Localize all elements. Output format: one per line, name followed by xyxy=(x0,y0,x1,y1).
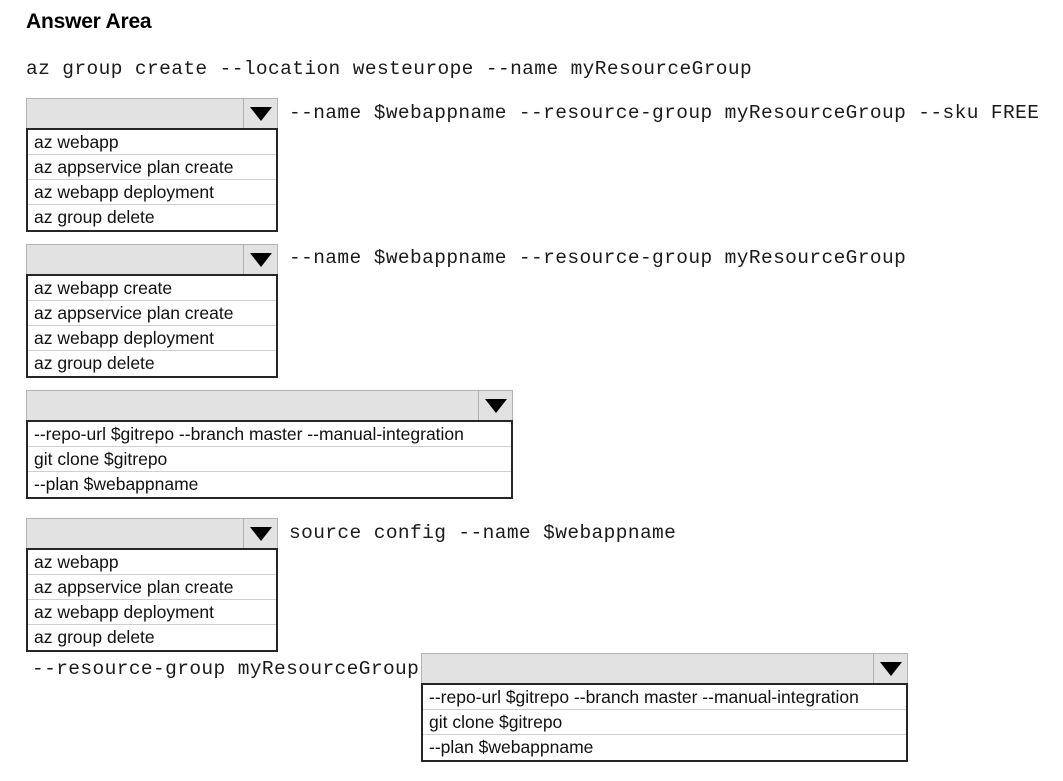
dropdown-1-combobox[interactable] xyxy=(26,98,278,128)
list-item[interactable]: az webapp create xyxy=(28,276,276,301)
list-item[interactable]: --plan $webappname xyxy=(28,472,511,497)
dropdown-2-option-list[interactable]: az webapp create az appservice plan crea… xyxy=(26,274,278,378)
dropdown-1-option-list[interactable]: az webapp az appservice plan create az w… xyxy=(26,128,278,232)
list-item[interactable]: az appservice plan create xyxy=(28,575,276,600)
list-item[interactable]: az appservice plan create xyxy=(28,155,276,180)
list-item[interactable]: az webapp xyxy=(28,550,276,575)
list-item[interactable]: az group delete xyxy=(28,625,276,650)
dropdown-3-option-list[interactable]: --repo-url $gitrepo --branch master --ma… xyxy=(26,420,513,499)
dropdown-4-combobox[interactable] xyxy=(26,518,278,548)
list-item[interactable]: --repo-url $gitrepo --branch master --ma… xyxy=(423,685,906,710)
chevron-down-icon xyxy=(484,398,507,413)
dropdown-5-toggle-button[interactable] xyxy=(873,654,907,683)
dropdown-5-combobox[interactable] xyxy=(421,653,908,683)
dropdown-2-toggle-button[interactable] xyxy=(243,245,277,274)
chevron-down-icon xyxy=(879,661,902,676)
list-item[interactable]: git clone $gitrepo xyxy=(28,447,511,472)
command-line-1: az group create --location westeurope --… xyxy=(26,58,753,80)
list-item[interactable]: az group delete xyxy=(28,205,276,230)
chevron-down-icon xyxy=(249,252,272,267)
chevron-down-icon xyxy=(249,526,272,541)
command-line-4: source config --name $webappname xyxy=(289,522,677,544)
chevron-down-icon xyxy=(249,106,272,121)
list-item[interactable]: az webapp deployment xyxy=(28,600,276,625)
dropdown-3-combobox[interactable] xyxy=(26,390,513,420)
page-title: Answer Area xyxy=(26,10,152,33)
dropdown-1-toggle-button[interactable] xyxy=(243,99,277,128)
list-item[interactable]: az webapp deployment xyxy=(28,326,276,351)
list-item[interactable]: --repo-url $gitrepo --branch master --ma… xyxy=(28,422,511,447)
dropdown-3-toggle-button[interactable] xyxy=(478,391,512,420)
list-item[interactable]: az group delete xyxy=(28,351,276,376)
list-item[interactable]: az webapp deployment xyxy=(28,180,276,205)
dropdown-5-option-list[interactable]: --repo-url $gitrepo --branch master --ma… xyxy=(421,683,908,762)
list-item[interactable]: --plan $webappname xyxy=(423,735,906,760)
command-line-3: --name $webappname --resource-group myRe… xyxy=(289,247,907,269)
list-item[interactable]: git clone $gitrepo xyxy=(423,710,906,735)
dropdown-4-option-list[interactable]: az webapp az appservice plan create az w… xyxy=(26,548,278,652)
list-item[interactable]: az appservice plan create xyxy=(28,301,276,326)
dropdown-2-combobox[interactable] xyxy=(26,244,278,274)
command-line-2: --name $webappname --resource-group myRe… xyxy=(289,102,1040,124)
list-item[interactable]: az webapp xyxy=(28,130,276,155)
command-line-5: --resource-group myResourceGroup xyxy=(32,658,420,680)
dropdown-4-toggle-button[interactable] xyxy=(243,519,277,548)
